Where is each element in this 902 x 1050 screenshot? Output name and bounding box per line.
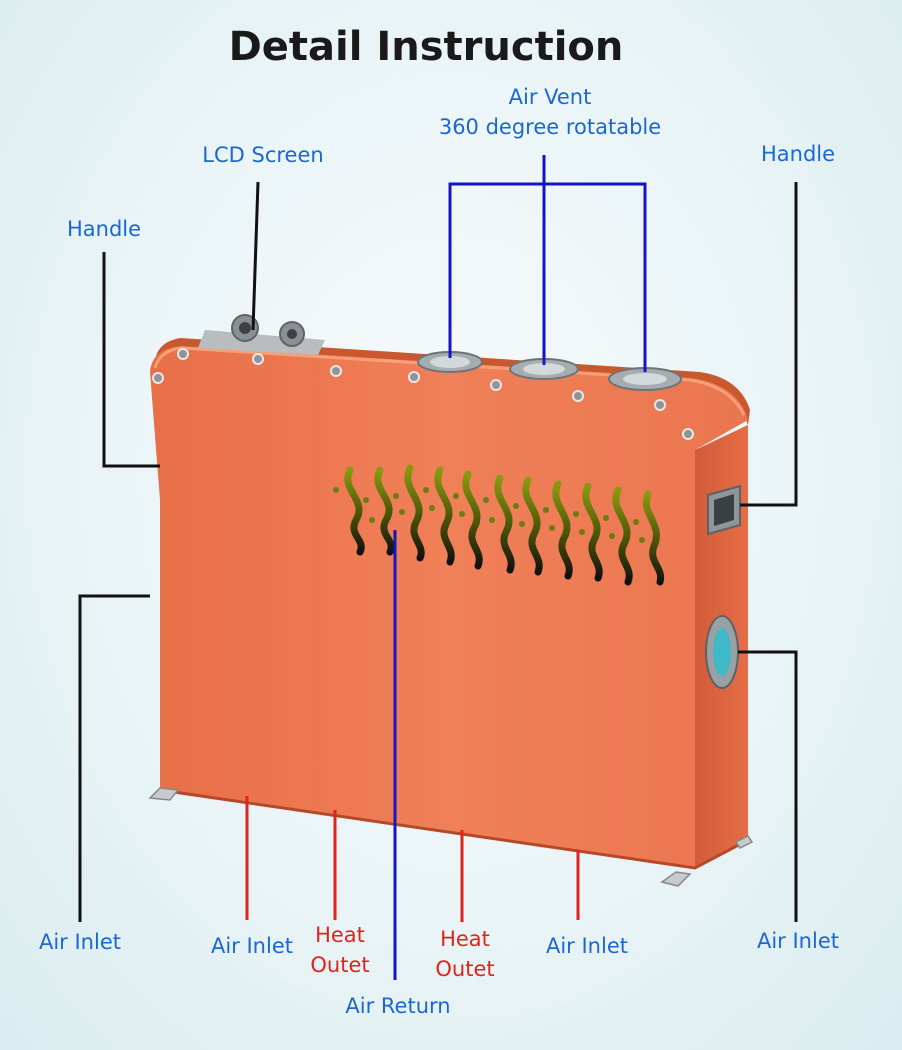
air-inlet-far-right-leader: [738, 650, 798, 922]
heat-outlet-right-line1: Heat: [440, 927, 490, 951]
page-title: Detail Instruction: [228, 24, 624, 70]
air-vent-label: Air Vent 360 degree rotatable: [400, 82, 700, 142]
air-vent-leader-bracket: [448, 182, 647, 372]
heat-outlet-right-line2: Outet: [435, 957, 495, 981]
handle-left-leader: [102, 252, 160, 468]
air-inlet-left-label: Air Inlet: [210, 934, 293, 958]
air-inlet-far-left-leader: [78, 594, 150, 922]
heat-outlet-left-line2: Outet: [310, 953, 370, 977]
air-inlet-far-right-label: Air Inlet: [756, 929, 839, 953]
side-handle: [707, 484, 741, 536]
air-return-label: Air Return: [345, 994, 451, 1018]
air-vent-label-line1: Air Vent: [508, 85, 592, 109]
lcd-screen-module: [198, 314, 325, 355]
mounting-feet: [148, 787, 754, 887]
air-vent-label-line2: 360 degree rotatable: [438, 115, 662, 139]
air-inlet-far-left-label: Air Inlet: [38, 930, 121, 954]
rim-screws: [152, 348, 694, 440]
side-air-inlet: [705, 615, 739, 689]
leader-lines-black: [78, 181, 798, 922]
air-inlet-right-label: Air Inlet: [545, 934, 628, 958]
heat-outlet-left-line1: Heat: [315, 923, 365, 947]
heat-outlet-left-label: Heat Outet: [290, 920, 390, 980]
heater-body: [150, 338, 750, 870]
grille-dots: [333, 487, 645, 543]
handle-left-label: Handle: [66, 217, 142, 241]
leader-lines-red: [245, 796, 580, 922]
air-return-grille: [344, 464, 665, 586]
leader-lines-blue: [393, 155, 647, 980]
lcd-screen-label: LCD Screen: [202, 143, 324, 167]
handle-right-label: Handle: [760, 142, 836, 166]
heat-outlet-right-label: Heat Outet: [415, 924, 515, 984]
handle-right-leader: [740, 182, 798, 507]
air-vent-ports: [417, 351, 682, 391]
lcd-screen-leader: [251, 181, 260, 331]
